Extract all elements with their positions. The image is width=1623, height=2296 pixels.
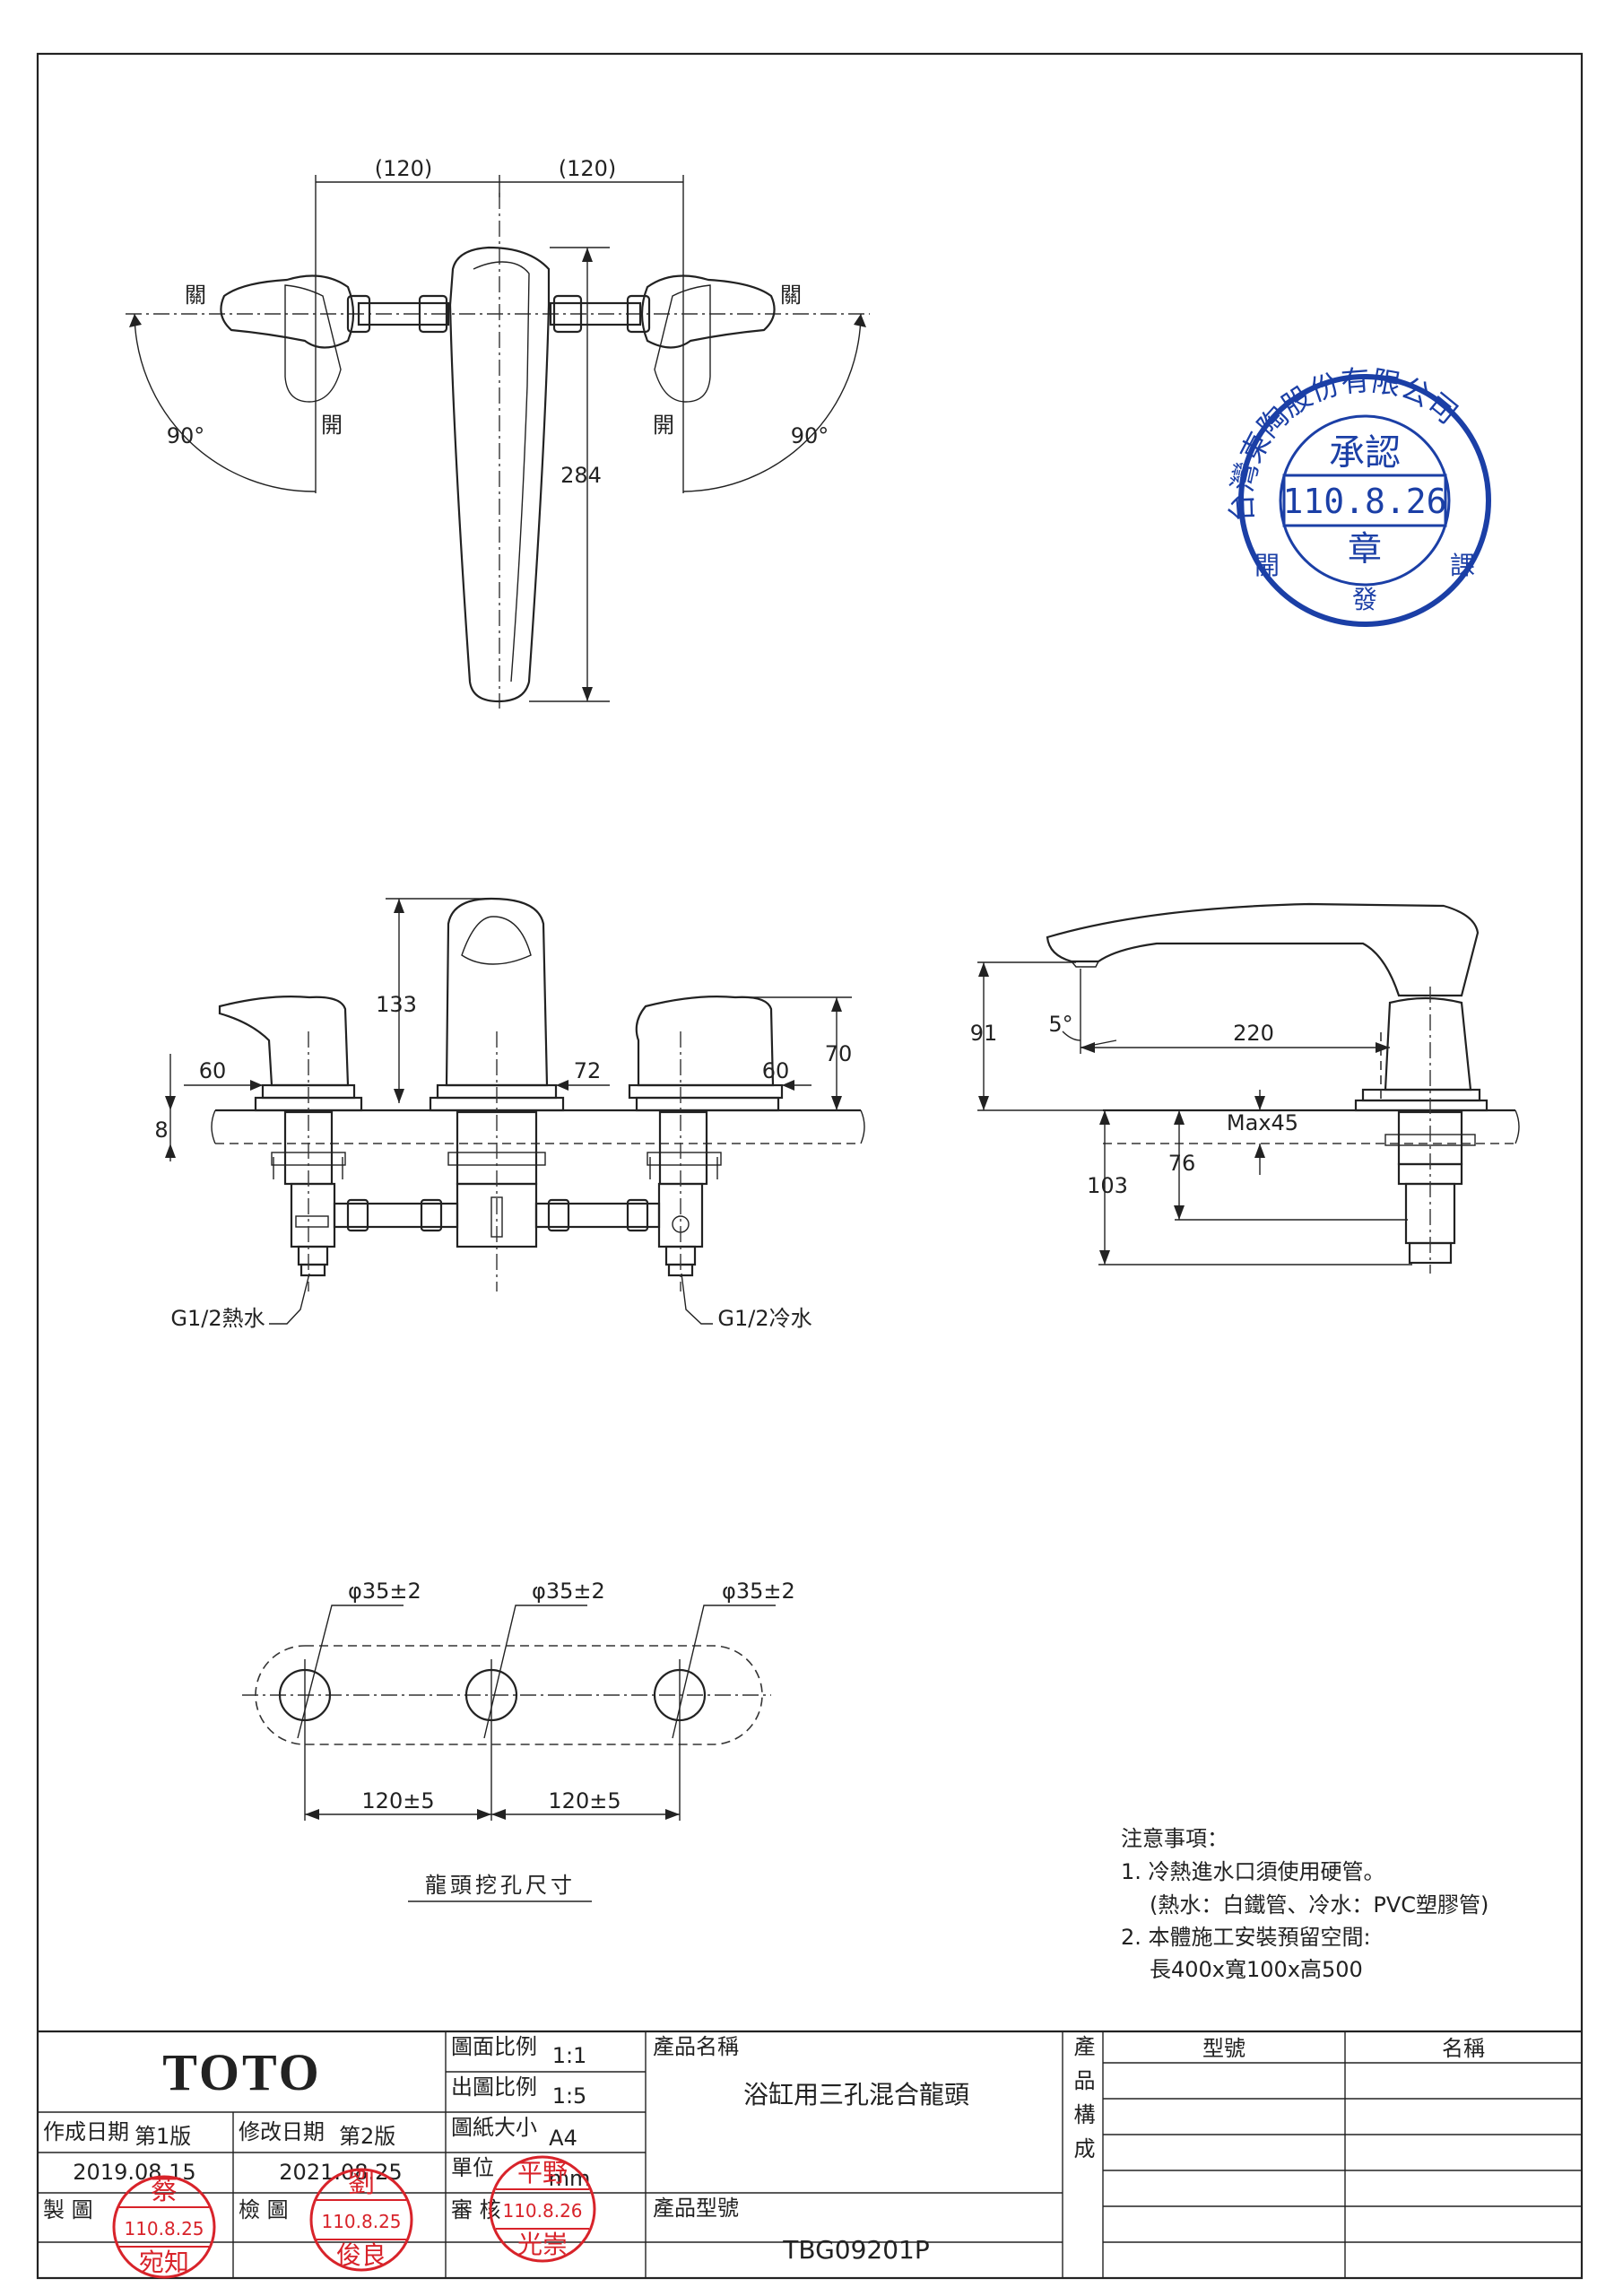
dim-120-right: (120) — [559, 156, 617, 181]
label-open-right: 開 — [653, 413, 674, 438]
svg-text:A4: A4 — [549, 2126, 577, 2151]
svg-text:課: 課 — [1450, 551, 1475, 580]
dim-220: 220 — [1233, 1021, 1274, 1046]
left-handle-front — [218, 996, 350, 1087]
angle-right: 90° — [791, 423, 829, 448]
side-view: 91 5° 220 Max45 76 103 — [970, 902, 1520, 1274]
label-close-left: 關 — [185, 283, 206, 308]
label-open-left: 開 — [321, 413, 343, 438]
stamp-drawn: 蔡 110.8.25 宛知 — [112, 2175, 216, 2279]
dim-133: 133 — [376, 992, 417, 1017]
svg-text:1:1: 1:1 — [552, 2043, 587, 2068]
dim-103: 103 — [1087, 1173, 1128, 1198]
label-close-right: 關 — [780, 283, 802, 308]
svg-text:審 核: 審 核 — [451, 2197, 501, 2222]
stamp-approved: 承認 — [1329, 432, 1401, 474]
stamp-approved: 平野 110.8.26 光崇 — [489, 2155, 596, 2263]
sheet-border — [36, 52, 1584, 2280]
stamp-date: 110.8.26 — [1282, 482, 1446, 521]
notes-line-4: 長400x寬100x高500 — [1150, 1957, 1363, 1982]
svg-text:圖面比例: 圖面比例 — [451, 2034, 537, 2059]
svg-text:名稱: 名稱 — [1442, 2036, 1485, 2061]
right-handle-top — [640, 274, 776, 349]
angle-left: 90° — [167, 423, 205, 448]
stamp-seal: 章 — [1348, 529, 1382, 569]
svg-text:出圖比例: 出圖比例 — [451, 2074, 537, 2100]
dim-91: 91 — [970, 1021, 998, 1046]
dia-1: φ35±2 — [348, 1578, 421, 1604]
dim-60-left: 60 — [199, 1058, 227, 1083]
dim-60-right: 60 — [762, 1058, 790, 1083]
front-view: 133 70 60 60 72 8 G1/2熱水 G1/2冷水 — [154, 897, 865, 1331]
svg-text:產品型號: 產品型號 — [653, 2196, 739, 2221]
top-view: (120) (120) 關 關 開 開 90° 90° — [126, 156, 870, 709]
label-hot-inlet: G1/2熱水 — [170, 1306, 265, 1331]
hole-caption: 龍頭挖孔尺寸 — [425, 1873, 576, 1898]
dim-max45: Max45 — [1227, 1110, 1298, 1135]
spout-side — [1046, 902, 1480, 997]
dim-72: 72 — [574, 1058, 602, 1083]
stamp-checked: 劉 110.8.25 俊良 — [309, 2168, 413, 2272]
spout-front — [445, 897, 549, 1087]
right-handle-front — [635, 996, 775, 1087]
notes-line-2: (熱水：白鐵管、冷水：PVC塑膠管) — [1150, 1892, 1488, 1918]
title-block: TOTO 作成日期 第1版 2019.08.15 修改日期 第2版 2021.0… — [38, 2030, 1582, 2278]
dia-2: φ35±2 — [532, 1578, 605, 1604]
dim-5deg: 5° — [1048, 1012, 1072, 1037]
svg-text:圖紙大小: 圖紙大小 — [451, 2115, 537, 2140]
svg-text:開: 開 — [1254, 551, 1280, 580]
dim-70: 70 — [825, 1041, 853, 1066]
svg-text:平野: 平野 — [517, 2158, 568, 2187]
svg-text:第1版: 第1版 — [135, 2124, 191, 2149]
dia-3: φ35±2 — [722, 1578, 795, 1604]
composition-label: 產品構成 — [1070, 2035, 1095, 2171]
left-handle-top — [220, 274, 355, 349]
spacing-2: 120±5 — [548, 1788, 621, 1813]
svg-text:作成日期: 作成日期 — [43, 2119, 129, 2144]
spout-top — [448, 246, 551, 703]
svg-text:110.8.26: 110.8.26 — [502, 2200, 582, 2222]
dim-76: 76 — [1168, 1151, 1196, 1176]
svg-text:2019.08.15: 2019.08.15 — [73, 2160, 195, 2185]
svg-text:蔡: 蔡 — [151, 2175, 178, 2206]
notes-title: 注意事項： — [1121, 1826, 1228, 1851]
product-name: 浴缸用三孔混合龍頭 — [743, 2080, 969, 2109]
svg-text:110.8.25: 110.8.25 — [321, 2211, 401, 2232]
svg-text:1:5: 1:5 — [552, 2083, 587, 2109]
svg-text:光崇: 光崇 — [517, 2230, 568, 2259]
svg-text:2021.08.25: 2021.08.25 — [279, 2160, 402, 2185]
svg-text:單位: 單位 — [451, 2155, 494, 2180]
svg-text:型號: 型號 — [1202, 2036, 1245, 2061]
svg-text:修改日期: 修改日期 — [239, 2119, 325, 2144]
dim-284: 284 — [560, 463, 602, 488]
notes: 注意事項： 1. 冷熱進水口須使用硬管。 (熱水：白鐵管、冷水：PVC塑膠管) … — [1121, 1826, 1488, 1982]
svg-text:製 圖: 製 圖 — [43, 2197, 93, 2222]
svg-text:110.8.25: 110.8.25 — [124, 2218, 204, 2239]
dim-8: 8 — [154, 1118, 168, 1143]
svg-text:俊良: 俊良 — [336, 2240, 386, 2270]
spacing-1: 120±5 — [361, 1788, 434, 1813]
svg-text:檢 圖: 檢 圖 — [239, 2197, 289, 2222]
svg-text:劉: 劉 — [348, 2168, 375, 2199]
svg-text:產品名稱: 產品名稱 — [653, 2034, 739, 2059]
product-model: TBG09201P — [782, 2235, 929, 2265]
notes-line-3: 2. 本體施工安裝預留空間: — [1121, 1925, 1371, 1950]
approval-stamp: 台灣東陶股份有限公司 承認 110.8.26 章 開 發 課 — [1225, 363, 1491, 627]
svg-text:發: 發 — [1352, 585, 1377, 614]
notes-line-1: 1. 冷熱進水口須使用硬管。 — [1121, 1859, 1385, 1884]
label-cold-inlet: G1/2冷水 — [717, 1306, 812, 1331]
hole-layout-view: 120±5 120±5 φ35±2 φ35±2 φ35±2 龍頭挖孔尺寸 — [242, 1578, 795, 1902]
brand-logo: TOTO — [162, 2043, 322, 2101]
dim-120-left: (120) — [375, 156, 433, 181]
svg-text:宛知: 宛知 — [139, 2248, 189, 2277]
svg-text:第2版: 第2版 — [339, 2124, 395, 2149]
